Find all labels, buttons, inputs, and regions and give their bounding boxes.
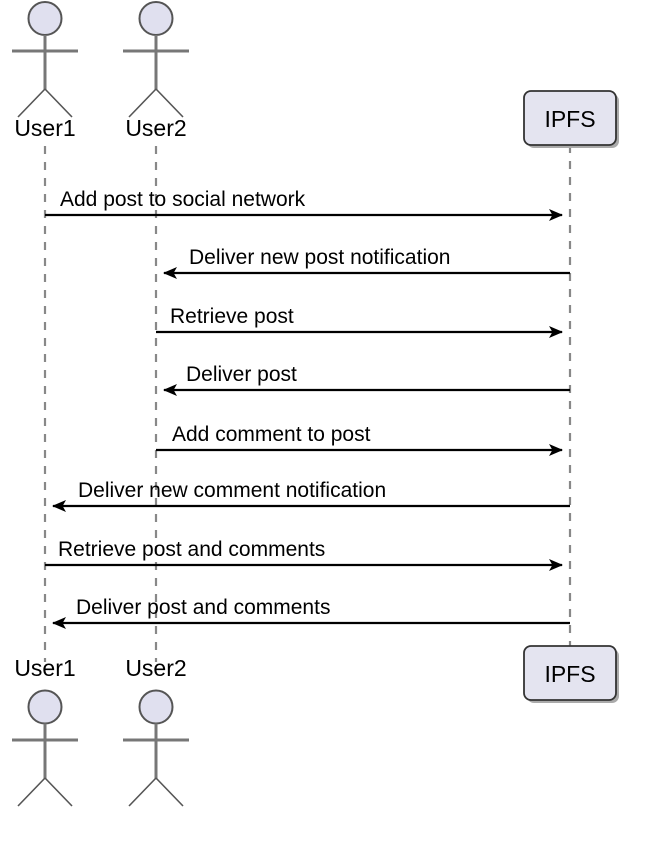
participant-box-label-ipfs-top: IPFS: [544, 106, 595, 132]
actor-user2-top[interactable]: User2: [123, 1, 189, 141]
actor-user2-bottom[interactable]: User2: [123, 655, 189, 807]
actor-user1-bottom[interactable]: User1: [12, 655, 78, 807]
box-body: [523, 645, 617, 701]
participant-box-ipfs-top[interactable]: IPFS: [523, 90, 619, 148]
lifelines-group: [43, 145, 572, 662]
message-3[interactable]: Retrieve post: [156, 305, 563, 338]
message-7[interactable]: Retrieve post and comments: [45, 538, 563, 571]
message-label: Deliver new post notification: [189, 246, 450, 269]
message-6[interactable]: Deliver new comment notification: [52, 479, 570, 512]
actor-left-leg-line: [128, 777, 157, 807]
message-label: Deliver new comment notification: [78, 479, 386, 502]
message-4[interactable]: Deliver post: [163, 363, 570, 396]
actor-label-user2-top: User2: [125, 115, 186, 141]
actor-left-leg-line: [128, 88, 157, 118]
message-1[interactable]: Add post to social network: [45, 188, 563, 221]
message-label: Retrieve post and comments: [58, 538, 325, 561]
message-label: Add comment to post: [172, 423, 371, 446]
message-label: Retrieve post: [170, 305, 294, 328]
actor-user1-top[interactable]: User1: [12, 1, 78, 141]
actor-label-user2-bottom: User2: [125, 655, 186, 681]
message-2[interactable]: Deliver new post notification: [163, 246, 570, 279]
participant-box-ipfs-bottom[interactable]: IPFS: [523, 645, 619, 703]
actor-right-leg-line: [44, 777, 73, 807]
actor-left-leg-line: [17, 88, 46, 118]
actor-right-leg-line: [44, 88, 73, 118]
message-8[interactable]: Deliver post and comments: [52, 596, 570, 629]
actor-head-icon: [138, 1, 174, 36]
actor-right-leg-line: [155, 777, 184, 807]
box-body: [523, 90, 617, 146]
actor-head-icon: [138, 689, 174, 725]
actor-label-user1-bottom: User1: [14, 655, 75, 681]
actor-left-leg-line: [17, 777, 46, 807]
participant-box-label-ipfs-bottom: IPFS: [544, 661, 595, 687]
actor-head-icon: [27, 1, 63, 36]
actor-right-leg-line: [155, 88, 184, 118]
actor-head-icon: [27, 689, 63, 725]
message-label: Add post to social network: [60, 188, 306, 211]
message-label: Deliver post and comments: [76, 596, 330, 619]
actor-label-user1-top: User1: [14, 115, 75, 141]
message-5[interactable]: Add comment to post: [156, 423, 563, 456]
message-label: Deliver post: [186, 363, 297, 386]
